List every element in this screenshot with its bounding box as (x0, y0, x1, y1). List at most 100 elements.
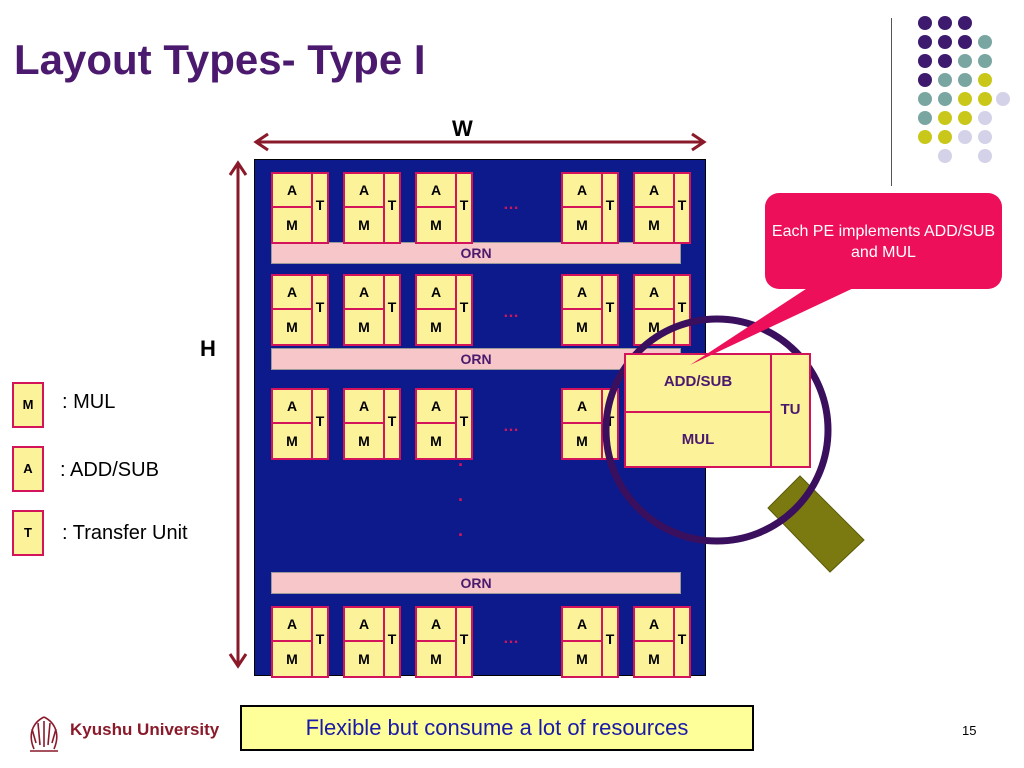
decorative-dot (958, 16, 972, 30)
pe-transfer-cell: T (311, 172, 329, 244)
pe-transfer-cell: T (673, 172, 691, 244)
legend-mul-text: : MUL (62, 391, 116, 413)
legend-transfer-box: T (12, 510, 44, 556)
pe-add-sub-cell: A (561, 274, 603, 310)
decorative-dot (938, 35, 952, 49)
pe-transfer-cell: T (311, 274, 329, 346)
university-logo-icon (30, 716, 58, 752)
vertical-dot: . (458, 520, 464, 540)
pe-transfer-cell: T (383, 274, 401, 346)
decorative-dot (938, 130, 952, 144)
decorative-dot (958, 92, 972, 106)
orn-bar: ORN (271, 348, 681, 370)
decorative-dot (978, 92, 992, 106)
zoom-addsub-cell: ADD/SUB (624, 353, 772, 413)
pe-transfer-cell: T (455, 172, 473, 244)
decorative-dot (958, 35, 972, 49)
pe-mul-cell: M (561, 422, 603, 460)
pe-mul-cell: M (561, 308, 603, 346)
pe-transfer-cell: T (311, 606, 329, 678)
row-ellipsis: … (503, 304, 519, 321)
summary-banner: Flexible but consume a lot of resources (240, 705, 754, 751)
pe-transfer-cell: T (673, 606, 691, 678)
magnifier-handle (767, 475, 865, 573)
pe-add-sub-cell: A (271, 274, 313, 310)
orn-bar: ORN (271, 572, 681, 594)
decorative-dot (958, 73, 972, 87)
decorative-dot (958, 54, 972, 68)
pe-transfer-cell: T (383, 172, 401, 244)
decorative-dot (978, 35, 992, 49)
decorative-dot (918, 130, 932, 144)
page-number: 15 (962, 723, 977, 738)
decorative-dot (978, 54, 992, 68)
pe-add-sub-cell: A (561, 172, 603, 208)
decorative-dot (918, 73, 932, 87)
legend-addsub-text: : ADD/SUB (60, 459, 159, 481)
pe-transfer-cell: T (455, 606, 473, 678)
pe-mul-cell: M (343, 640, 385, 678)
pe-add-sub-cell: A (633, 606, 675, 642)
decorative-dot (978, 111, 992, 125)
decorative-dot (958, 111, 972, 125)
decorative-dot (938, 111, 952, 125)
legend-addsub-box: A (12, 446, 44, 492)
decorative-dot (958, 130, 972, 144)
legend-mul-box: M (12, 382, 44, 428)
pe-mul-cell: M (271, 206, 313, 244)
decorative-dot (918, 54, 932, 68)
decorative-dot (978, 130, 992, 144)
orn-bar: ORN (271, 242, 681, 264)
pe-mul-cell: M (271, 640, 313, 678)
decorative-dot (978, 149, 992, 163)
row-ellipsis: … (503, 418, 519, 435)
decorative-dot (918, 35, 932, 49)
pe-add-sub-cell: A (343, 388, 385, 424)
pe-transfer-cell: T (455, 388, 473, 460)
decorative-divider (891, 18, 892, 186)
pe-add-sub-cell: A (343, 172, 385, 208)
row-ellipsis: … (503, 196, 519, 213)
footer-university-name: Kyushu University (70, 720, 220, 739)
pe-mul-cell: M (633, 206, 675, 244)
pe-mul-cell: M (271, 308, 313, 346)
row-ellipsis: … (503, 630, 519, 647)
decorative-dot (918, 92, 932, 106)
pe-transfer-cell: T (383, 388, 401, 460)
decorative-dot (938, 149, 952, 163)
pe-add-sub-cell: A (415, 274, 457, 310)
slide-title: Layout Types- Type I (14, 36, 426, 83)
pe-mul-cell: M (343, 422, 385, 460)
pe-transfer-cell: T (601, 274, 619, 346)
decorative-dot (938, 16, 952, 30)
decorative-dot (918, 111, 932, 125)
decorative-dot (938, 92, 952, 106)
decorative-dot (978, 73, 992, 87)
pe-mul-cell: M (415, 206, 457, 244)
zoomed-pe: ADD/SUB MUL TU (624, 353, 811, 468)
zoom-tu-cell: TU (770, 353, 811, 468)
pe-transfer-cell: T (601, 606, 619, 678)
callout-bubble: Each PE implements ADD/SUB and MUL (765, 193, 1002, 289)
pe-add-sub-cell: A (415, 172, 457, 208)
pe-transfer-cell: T (601, 172, 619, 244)
pe-mul-cell: M (415, 422, 457, 460)
decorative-dot (938, 54, 952, 68)
